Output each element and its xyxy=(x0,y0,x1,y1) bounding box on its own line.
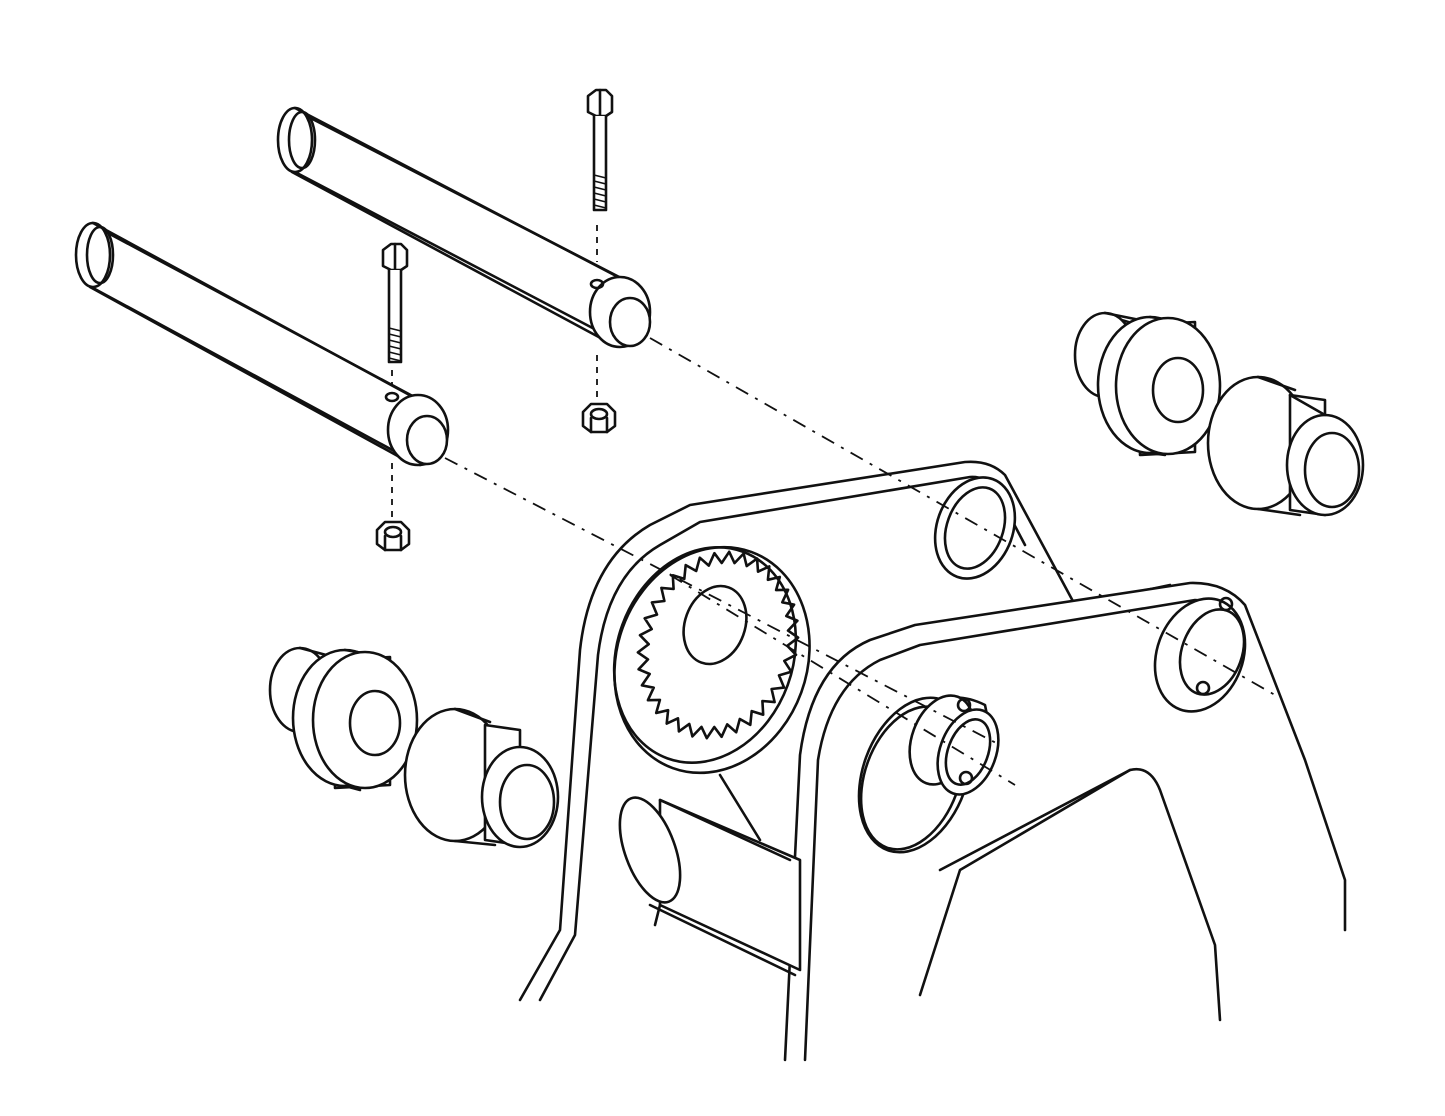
pin-upper xyxy=(276,106,652,349)
cross-tube xyxy=(618,796,802,977)
bushing-pair-upper-right xyxy=(1073,311,1365,517)
front-lower-boss xyxy=(857,694,1000,854)
front-upper-boss xyxy=(1153,596,1247,713)
pin-lower xyxy=(74,221,450,467)
nut-lower xyxy=(375,520,411,552)
bushing-pair-lower-left xyxy=(268,646,560,849)
rear-upper-boss xyxy=(933,476,1017,580)
bolt-upper xyxy=(586,88,614,212)
bolt-lower xyxy=(381,242,409,364)
nut-upper xyxy=(581,402,617,434)
assembly-centerlines xyxy=(391,225,1276,786)
